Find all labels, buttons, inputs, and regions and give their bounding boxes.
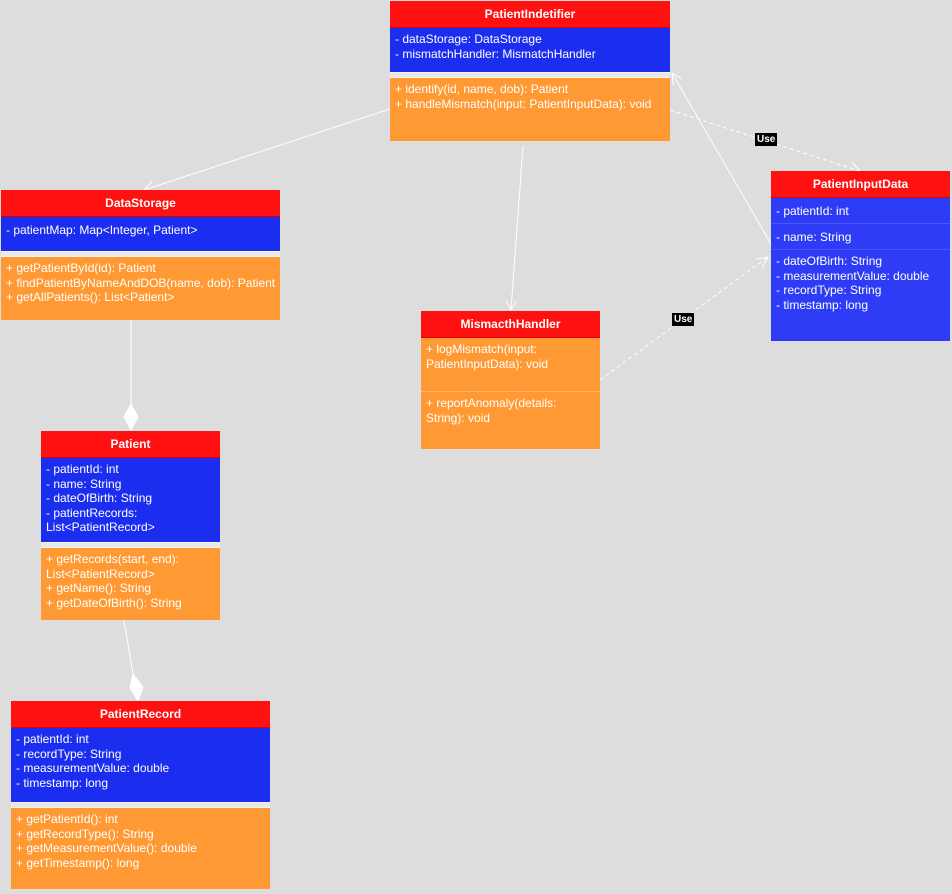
method: + getPatientById(id): Patient: [6, 261, 156, 275]
attributes-section: - name: String: [771, 224, 950, 250]
class-name: Patient: [41, 431, 220, 458]
edge-inputdata-to-identifier: [671, 72, 772, 245]
edge-identifier-to-datastorage: [143, 108, 391, 193]
attribute: - patientId: int: [776, 204, 849, 218]
class-patient[interactable]: Patient - patientId: int - name: String …: [41, 431, 220, 620]
attribute: - patientMap: Map<Integer, Patient>: [6, 223, 198, 237]
methods-section: + getRecords(start, end): List<PatientRe…: [41, 548, 220, 620]
attributes-section: - dateOfBirth: String - measurementValue…: [771, 250, 950, 341]
edge-mismatchhandler-uses-inputdata: [599, 256, 769, 381]
attribute: - patientId: int: [16, 732, 89, 746]
attribute: - dateOfBirth: String: [776, 254, 883, 268]
attributes-section: - patientId: int - name: String - dateOf…: [41, 458, 220, 542]
class-patient-record[interactable]: PatientRecord - patientId: int - recordT…: [11, 701, 270, 889]
class-name: DataStorage: [1, 190, 280, 217]
methods-section: + getPatientId(): int + getRecordType():…: [11, 808, 270, 889]
methods-section: + getPatientById(id): Patient + findPati…: [1, 257, 280, 320]
methods-section: + logMismatch(input: PatientInputData): …: [421, 338, 600, 392]
section-divider: [390, 72, 670, 78]
method: + identify(id, name, dob): Patient: [395, 82, 569, 96]
class-name: PatientIndetifier: [390, 1, 670, 28]
attributes-section: - dataStorage: DataStorage - mismatchHan…: [390, 28, 670, 72]
method: + getMeasurementValue(): double: [16, 841, 197, 855]
attribute: - timestamp: long: [776, 297, 869, 312]
edge-label-use: Use: [672, 313, 695, 326]
attribute: - mismatchHandler: MismatchHandler: [395, 46, 596, 61]
attribute: - measurementValue: double: [16, 761, 170, 775]
section-divider: [11, 802, 270, 808]
method: + findPatientByNameAndDOB(name, dob): Pa…: [6, 275, 276, 290]
attribute: - recordType: String: [16, 746, 122, 761]
attribute: - timestamp: long: [16, 775, 109, 790]
method: + getRecordType(): String: [16, 826, 154, 841]
class-name: MismacthHandler: [421, 311, 600, 338]
edge-patient-aggregates-patientrecord: [123, 620, 144, 703]
attribute: - patientId: int: [46, 462, 119, 476]
edge-datastorage-aggregates-patient: [123, 320, 139, 432]
method: + getAllPatients(): List<Patient>: [6, 290, 175, 304]
method: + getName(): String: [46, 581, 152, 595]
method: + getTimestamp(): long: [16, 855, 140, 870]
class-name: PatientInputData: [771, 171, 950, 198]
method: + handleMismatch(input: PatientInputData…: [395, 96, 652, 111]
edge-label-use: Use: [755, 133, 778, 146]
class-data-storage[interactable]: DataStorage - patientMap: Map<Integer, P…: [1, 190, 280, 320]
section-divider: [1, 251, 280, 257]
attributes-section: - patientMap: Map<Integer, Patient>: [1, 217, 280, 251]
attribute: - recordType: String: [776, 283, 882, 297]
method: + getPatientId(): int: [16, 812, 118, 826]
method: + reportAnomaly(details: String): void: [426, 396, 557, 425]
section-divider: [41, 542, 220, 548]
attribute: - name: String: [776, 230, 852, 244]
class-patient-input-data[interactable]: PatientInputData - patientId: int - name…: [771, 171, 950, 341]
attribute: - name: String: [46, 476, 122, 491]
edge-identifier-to-mismatchhandler: [505, 145, 524, 312]
method: + logMismatch(input: PatientInputData): …: [426, 342, 549, 371]
attributes-section: - patientId: int: [771, 198, 950, 224]
attribute: - patientRecords: List<PatientRecord>: [46, 505, 155, 535]
attribute: - dateOfBirth: String: [46, 491, 153, 505]
method: + getDateOfBirth(): String: [46, 595, 182, 610]
methods-section: + reportAnomaly(details: String): void: [421, 392, 600, 449]
class-patient-identifier[interactable]: PatientIndetifier - dataStorage: DataSto…: [390, 1, 670, 141]
attributes-section: - patientId: int - recordType: String - …: [11, 728, 270, 802]
attribute: - measurementValue: double: [776, 268, 930, 283]
method: + getRecords(start, end): List<PatientRe…: [46, 552, 180, 581]
class-name: PatientRecord: [11, 701, 270, 728]
methods-section: + identify(id, name, dob): Patient + han…: [390, 78, 670, 141]
attribute: - dataStorage: DataStorage: [395, 32, 542, 46]
class-mismatch-handler[interactable]: MismacthHandler + logMismatch(input: Pat…: [421, 311, 600, 449]
